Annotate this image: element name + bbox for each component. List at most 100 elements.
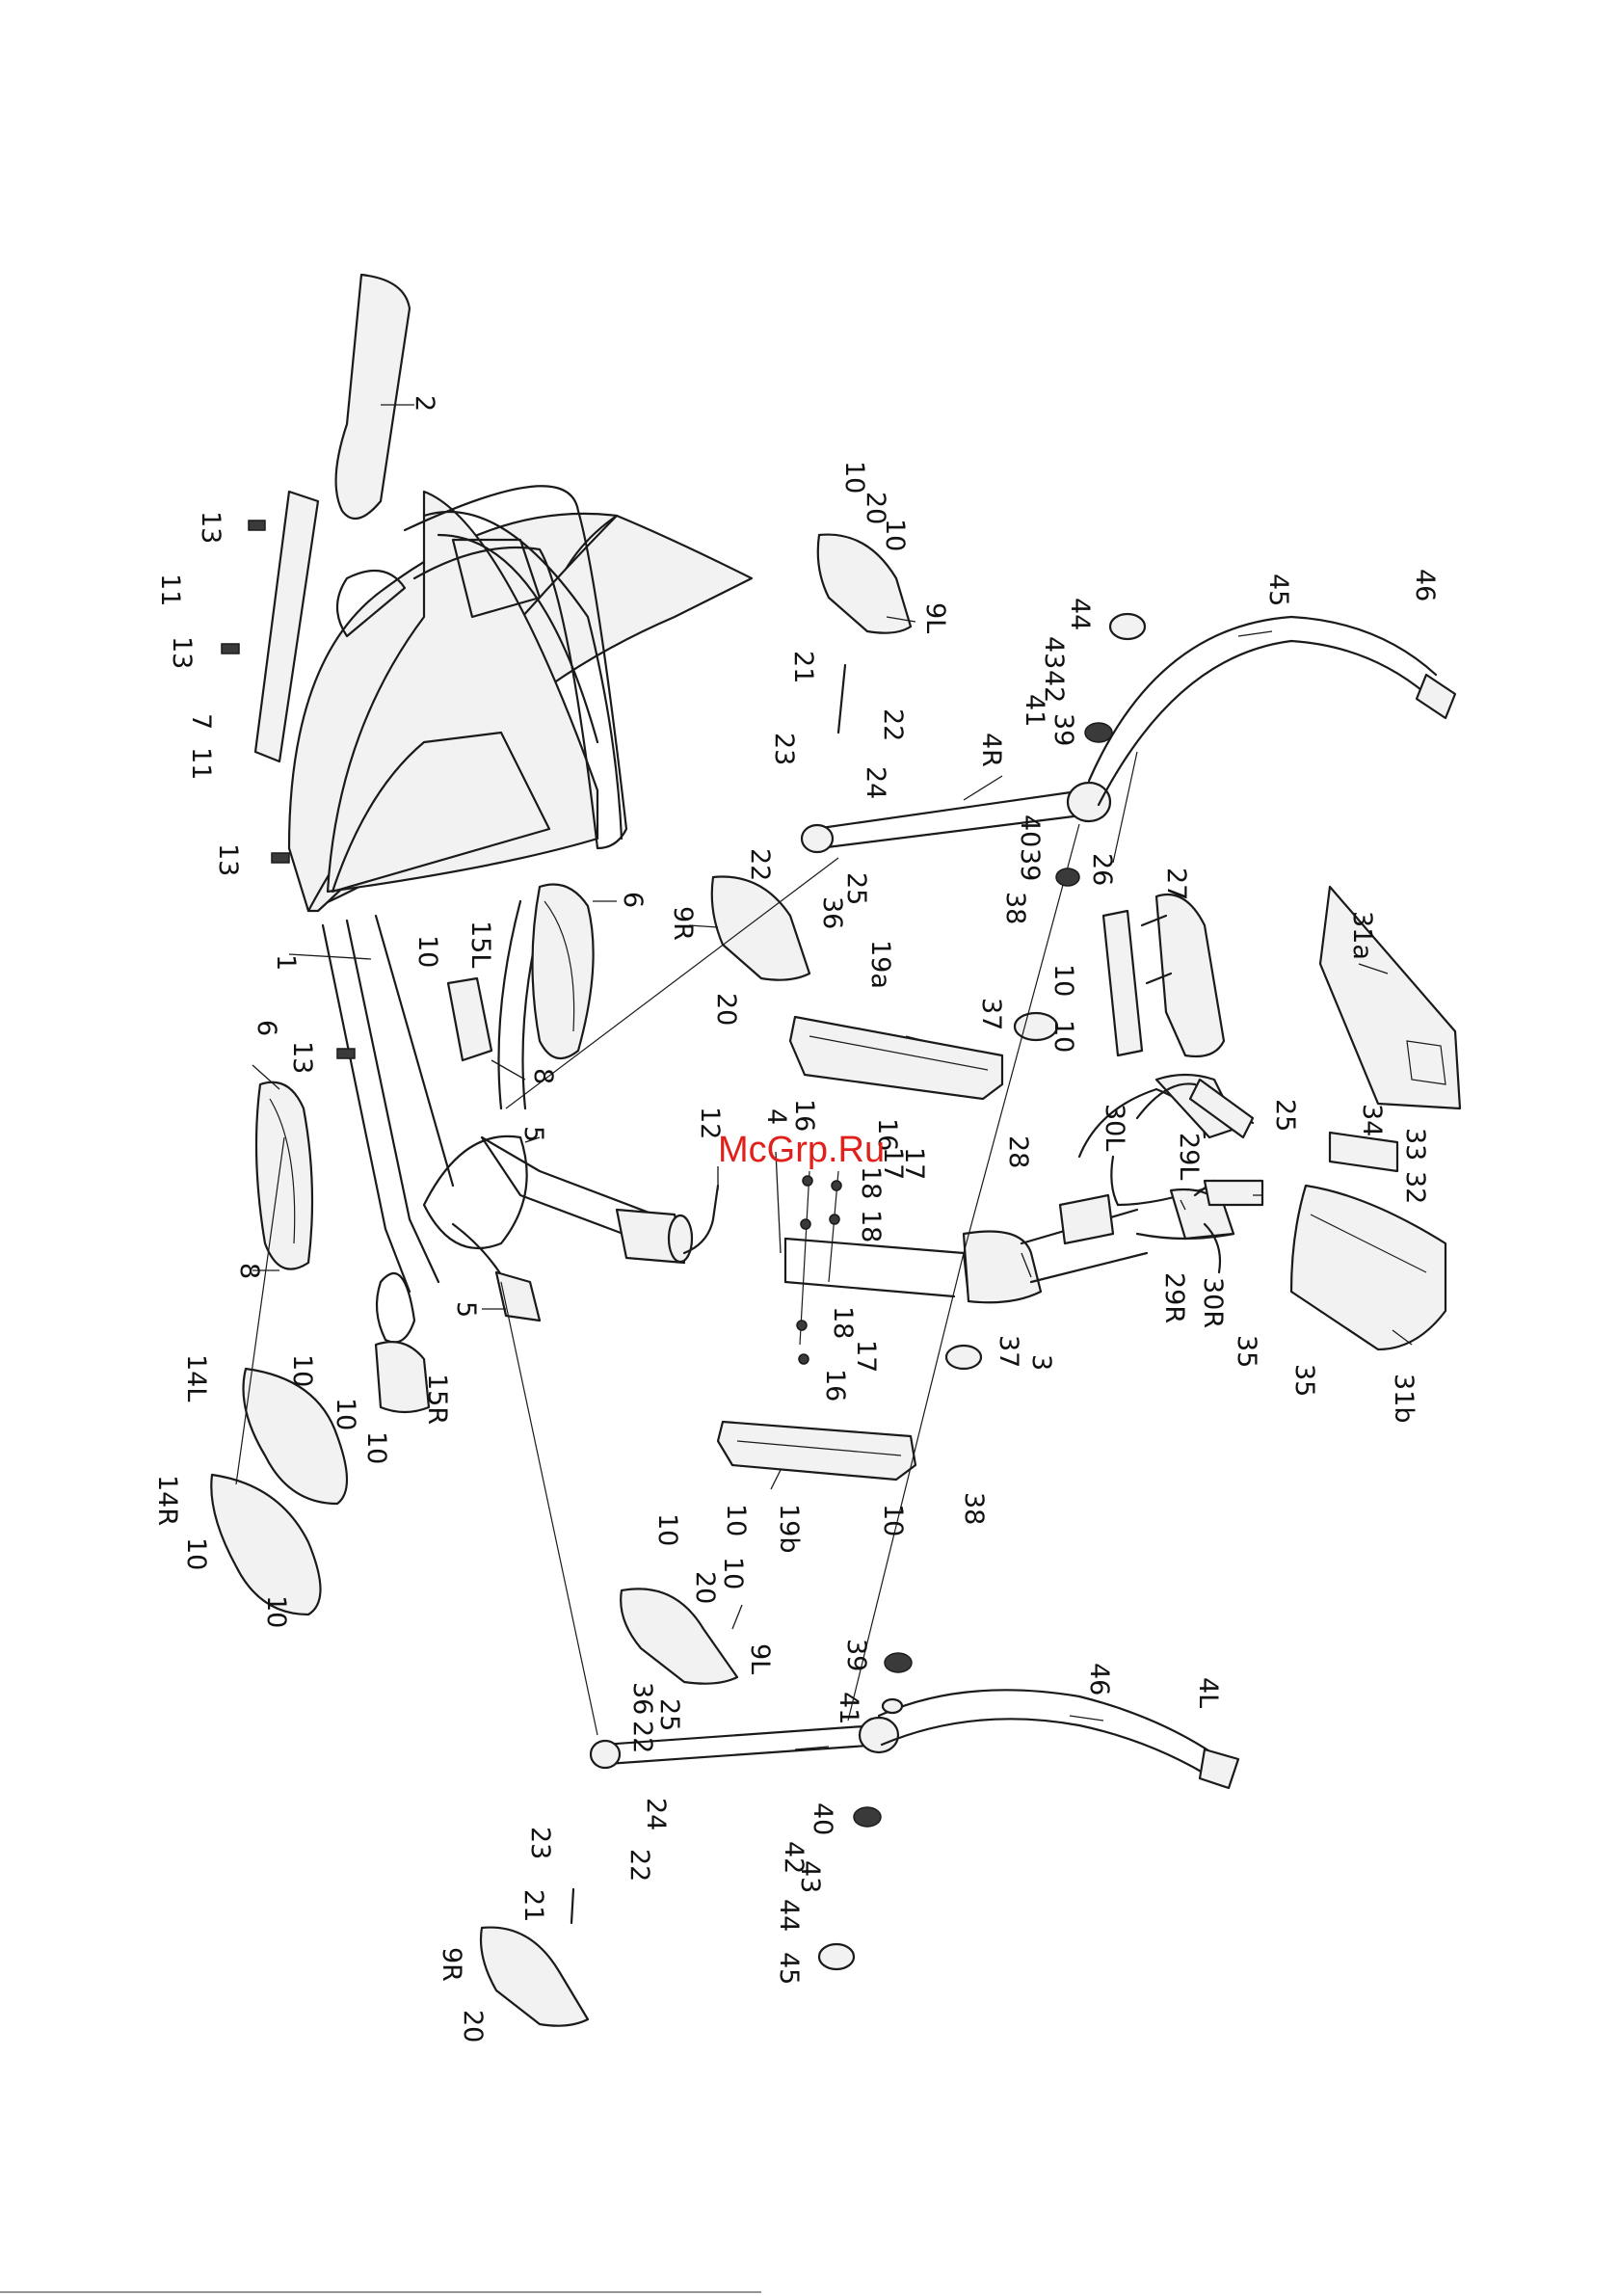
label-part-29L: 29L bbox=[1174, 1133, 1204, 1180]
label-part-36a: 36 bbox=[817, 896, 847, 929]
label-part-17b: 17 bbox=[851, 1340, 881, 1373]
label-part-19b: 19b bbox=[774, 1504, 804, 1554]
label-part-46b: 4L bbox=[1193, 1677, 1223, 1708]
label-part-6b: 6 bbox=[252, 1020, 281, 1036]
label-part-26: 26 bbox=[1087, 853, 1117, 886]
label-part-10g: 10 bbox=[331, 1398, 360, 1430]
rear-bracket bbox=[253, 490, 320, 763]
pedal-19a bbox=[788, 1015, 1004, 1101]
label-part-31a: 31a bbox=[1347, 911, 1377, 960]
label-part-24b: 24 bbox=[641, 1798, 671, 1830]
label-part-10n: 10 bbox=[261, 1595, 291, 1628]
label-part-46a: 46 bbox=[1410, 569, 1440, 601]
label-part-35b: 35 bbox=[1289, 1364, 1319, 1397]
label-part-20a: 20 bbox=[861, 492, 890, 524]
side-shield-6-left bbox=[254, 1081, 314, 1270]
bearing-44-lower bbox=[817, 1942, 856, 1971]
label-part-1: 1 bbox=[271, 954, 301, 971]
label-part-35a: 35 bbox=[1232, 1335, 1261, 1368]
side-shield-6-right bbox=[531, 883, 595, 1060]
label-part-20b: 20 bbox=[711, 993, 741, 1026]
pin-21-upper bbox=[836, 663, 847, 734]
label-part-10i: 10 bbox=[721, 1504, 751, 1536]
label-part-16a: 16 bbox=[789, 1099, 819, 1132]
label-part-13b: 13 bbox=[167, 636, 197, 669]
label-part-31b: 31b bbox=[1389, 1374, 1419, 1424]
label-part-40b: 41 bbox=[834, 1692, 863, 1724]
label-part-32: 32 bbox=[1400, 1171, 1430, 1204]
label-part-24a: 24 bbox=[861, 766, 890, 799]
label-part-42a: 42 bbox=[1039, 670, 1069, 703]
label-part-13c: 13 bbox=[213, 843, 243, 876]
label-part-4L: 4R bbox=[976, 733, 1006, 767]
label-part-18c: 18 bbox=[828, 1306, 858, 1339]
wire-12 bbox=[682, 1184, 720, 1255]
crank-arm-4R bbox=[589, 1689, 1240, 1790]
label-part-8a: 8 bbox=[528, 1068, 558, 1084]
label-part-39d: 40 bbox=[808, 1802, 837, 1835]
label-part-14L: 14L bbox=[181, 1354, 211, 1402]
plate-9L-upper bbox=[816, 533, 913, 634]
label-part-6a: 6 bbox=[618, 892, 648, 908]
pin-21-lower bbox=[570, 1887, 575, 1925]
label-part-13a: 13 bbox=[196, 511, 225, 544]
label-part-23b: 23 bbox=[525, 1827, 555, 1859]
wire-30L bbox=[1110, 1155, 1120, 1207]
label-part-25c: 25 bbox=[654, 1698, 684, 1731]
axle-line bbox=[847, 823, 1080, 1722]
label-part-39c: 39 bbox=[841, 1639, 871, 1671]
label-part-10j: 10 bbox=[878, 1504, 908, 1536]
label-part-5a: 5 bbox=[518, 1126, 548, 1142]
label-part-37a: 37 bbox=[976, 998, 1006, 1030]
leader-lines bbox=[252, 404, 1413, 1750]
pedal-19b bbox=[716, 1420, 917, 1482]
label-part-4: 4 bbox=[761, 1108, 791, 1125]
bracket-15L bbox=[446, 976, 493, 1062]
label-part-8b: 8 bbox=[234, 1263, 264, 1279]
label-part-16c: 16 bbox=[820, 1369, 850, 1402]
label-part-14R: 14R bbox=[152, 1475, 182, 1526]
label-part-30L: 30L bbox=[1100, 1104, 1129, 1151]
label-part-11b: 11 bbox=[186, 747, 216, 780]
crank-arm-4L bbox=[800, 615, 1457, 854]
label-part-15L: 15L bbox=[465, 921, 495, 968]
disc-37-upper bbox=[1013, 1011, 1059, 1042]
label-part-17a: 17 bbox=[899, 1147, 929, 1180]
label-part-10e: 10 bbox=[1048, 1020, 1078, 1053]
mount-plate-26 bbox=[1101, 909, 1144, 1057]
label-part-9L-a: 9L bbox=[920, 602, 950, 633]
plate-9R-lower bbox=[479, 1926, 590, 2027]
label-part-43a: 43 bbox=[1039, 636, 1069, 669]
plate-32 bbox=[1328, 1131, 1399, 1173]
label-part-37b: 37 bbox=[994, 1335, 1023, 1368]
label-part-27: 27 bbox=[1161, 868, 1191, 900]
label-part-17c: 17 bbox=[878, 1147, 908, 1180]
label-part-33: 33 bbox=[1400, 1128, 1430, 1161]
label-part-25b: 25 bbox=[1270, 1099, 1300, 1132]
label-part-19a: 19a bbox=[865, 940, 895, 989]
label-part-10c: 10 bbox=[412, 935, 442, 968]
disc-37-lower bbox=[944, 1344, 983, 1371]
console-cover-31b bbox=[1289, 1184, 1447, 1351]
label-part-43b: 44 bbox=[774, 1899, 804, 1932]
label-part-45a: 45 bbox=[1263, 574, 1293, 606]
label-part-12: 12 bbox=[695, 1107, 725, 1139]
plate-9R-upper bbox=[710, 875, 811, 981]
label-part-25a: 25 bbox=[841, 872, 871, 905]
top-cover bbox=[334, 273, 411, 521]
label-part-45b: 46 bbox=[1084, 1663, 1114, 1695]
part-number-labels: 1 2 3 4 5 5 6 6 7 8 8 9L 9L 9R 9R 10 10 … bbox=[152, 395, 1440, 2042]
label-part-10a: 10 bbox=[839, 461, 869, 494]
label-part-40a: 40 bbox=[1015, 814, 1045, 847]
fasteners-13 bbox=[221, 520, 356, 1059]
label-part-42b: 43 bbox=[795, 1860, 825, 1893]
plate-9L-lower bbox=[620, 1588, 739, 1685]
console-31a bbox=[1318, 885, 1462, 1110]
label-part-44b: 45 bbox=[774, 1952, 804, 1985]
wire-30R bbox=[1203, 1222, 1222, 1274]
label-part-11a: 11 bbox=[155, 574, 185, 606]
label-part-10h: 10 bbox=[361, 1431, 391, 1464]
label-part-41b: 42 bbox=[779, 1841, 809, 1874]
label-part-18b: 18 bbox=[856, 1210, 886, 1242]
